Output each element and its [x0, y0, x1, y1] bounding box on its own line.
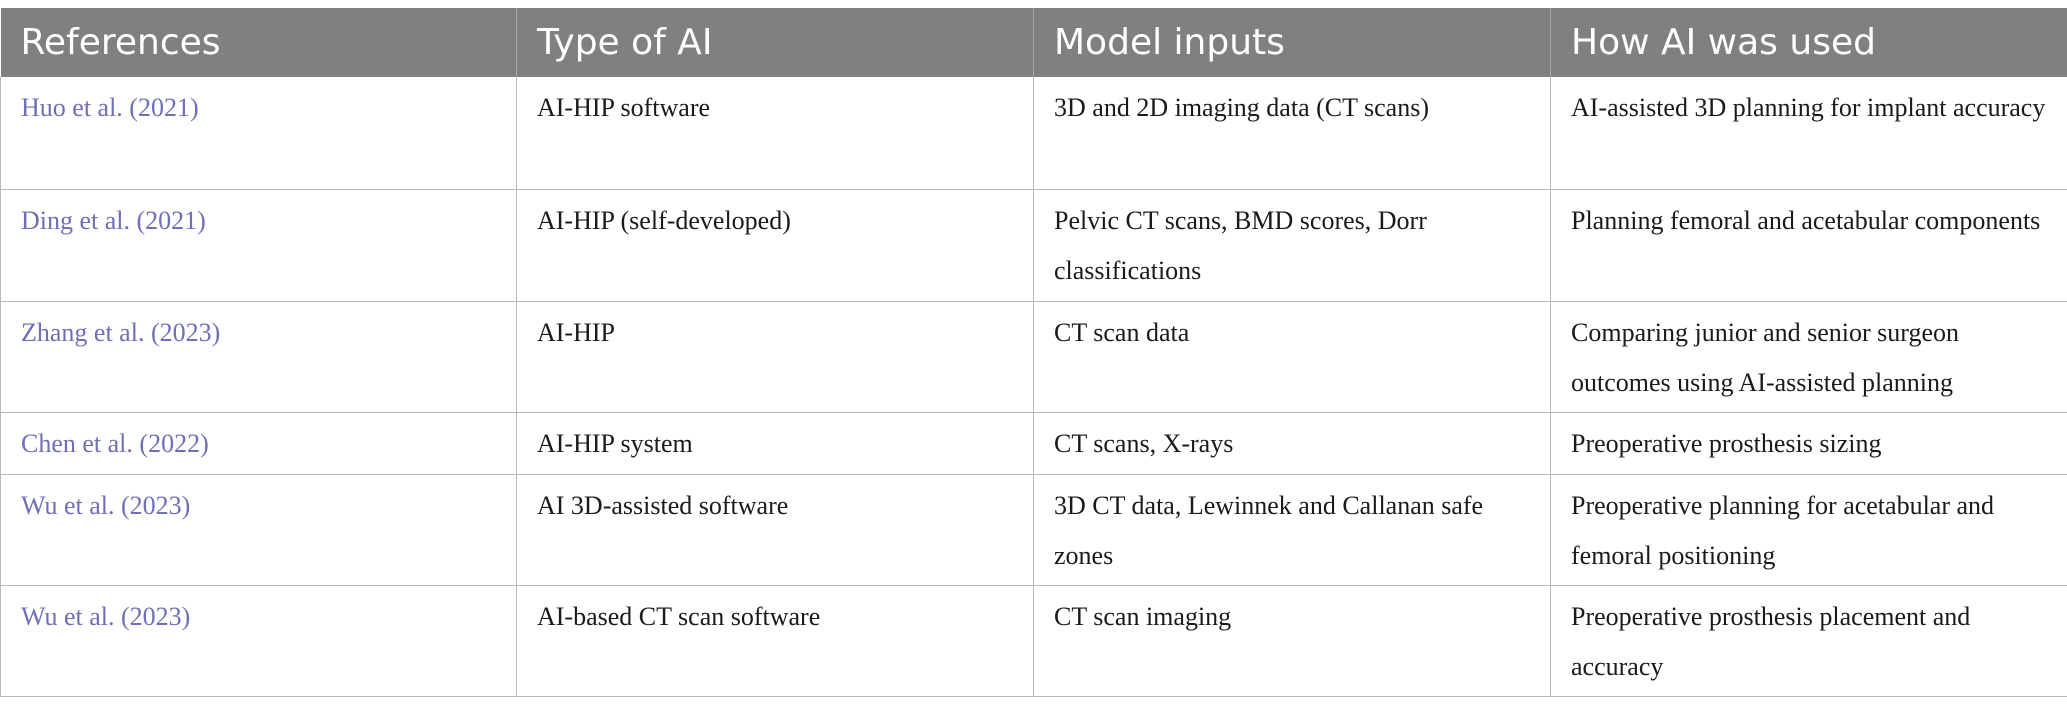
type-of-ai-cell: AI-HIP (self-developed) [516, 189, 1034, 302]
how-ai-used-cell: Comparing junior and senior surgeon outc… [1550, 301, 2067, 413]
model-inputs-cell: CT scan imaging [1033, 585, 1551, 697]
how-ai-used-cell: Preoperative prosthesis sizing [1550, 412, 2067, 475]
how-ai-used-cell: Preoperative planning for acetabular and… [1550, 474, 2067, 586]
table-row: Ding et al. (2021) AI-HIP (self-develope… [0, 189, 2067, 302]
model-inputs-cell: 3D CT data, Lewinnek and Callanan safe z… [1033, 474, 1551, 586]
type-of-ai-cell: AI-HIP system [516, 412, 1034, 475]
how-ai-used-cell: Planning femoral and acetabular componen… [1550, 189, 2067, 302]
ai-methods-table: References Type of AI Model inputs How A… [0, 8, 2067, 697]
header-model-inputs: Model inputs [1033, 8, 1551, 77]
table-row: Wu et al. (2023) AI-based CT scan softwa… [0, 585, 2067, 697]
reference-link[interactable]: Ding et al. (2021) [0, 189, 517, 302]
model-inputs-cell: CT scan data [1033, 301, 1551, 413]
how-ai-used-cell: Preoperative prosthesis placement and ac… [1550, 585, 2067, 697]
reference-link[interactable]: Huo et al. (2021) [0, 77, 517, 190]
type-of-ai-cell: AI-based CT scan software [516, 585, 1034, 697]
table-row: Zhang et al. (2023) AI-HIP CT scan data … [0, 301, 2067, 413]
table-row: Chen et al. (2022) AI-HIP system CT scan… [0, 412, 2067, 475]
type-of-ai-cell: AI 3D-assisted software [516, 474, 1034, 586]
table-row: Wu et al. (2023) AI 3D-assisted software… [0, 474, 2067, 586]
table-row: Huo et al. (2021) AI-HIP software 3D and… [0, 77, 2067, 190]
header-references: References [0, 8, 517, 77]
model-inputs-cell: Pelvic CT scans, BMD scores, Dorr classi… [1033, 189, 1551, 302]
table-header-row: References Type of AI Model inputs How A… [0, 8, 2067, 77]
how-ai-used-cell: AI-assisted 3D planning for implant accu… [1550, 77, 2067, 190]
header-type-of-ai: Type of AI [516, 8, 1034, 77]
model-inputs-cell: 3D and 2D imaging data (CT scans) [1033, 77, 1551, 190]
reference-link[interactable]: Zhang et al. (2023) [0, 301, 517, 413]
reference-link[interactable]: Chen et al. (2022) [0, 412, 517, 475]
header-how-ai-was-used: How AI was used [1550, 8, 2067, 77]
reference-link[interactable]: Wu et al. (2023) [0, 585, 517, 697]
reference-link[interactable]: Wu et al. (2023) [0, 474, 517, 586]
ai-methods-table-container: References Type of AI Model inputs How A… [0, 8, 2067, 697]
type-of-ai-cell: AI-HIP software [516, 77, 1034, 190]
type-of-ai-cell: AI-HIP [516, 301, 1034, 413]
model-inputs-cell: CT scans, X-rays [1033, 412, 1551, 475]
